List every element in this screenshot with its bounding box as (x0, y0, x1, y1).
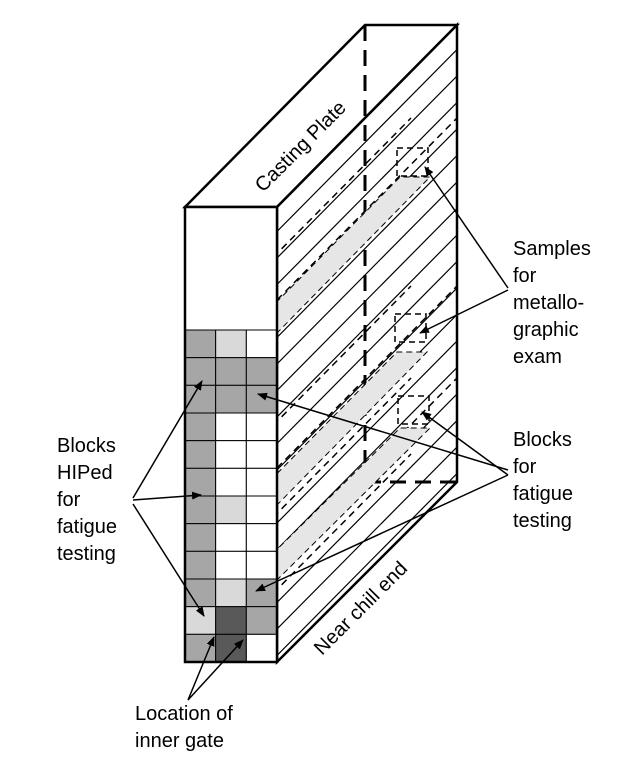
arrow-fatigue-3 (255, 474, 509, 592)
samples-metallographic-label: Samples for metallo- graphic exam (513, 238, 596, 368)
grid-block (245, 523, 278, 552)
hidden-line (276, 117, 458, 301)
grid-block (245, 606, 278, 635)
hatch-line (277, 208, 457, 391)
grid-block (245, 357, 278, 386)
hatch-line (277, 473, 457, 656)
arrow-hiped-3 (132, 503, 205, 617)
hatch-line (277, 75, 457, 259)
grid-block (245, 633, 278, 663)
grid-block (184, 633, 217, 663)
hidden-line (276, 285, 458, 469)
grid-block (184, 412, 217, 442)
hatch-line (277, 234, 457, 418)
grid-block (184, 357, 217, 386)
grid-block (245, 550, 278, 580)
hatch-line (277, 340, 457, 524)
grid-block (245, 384, 278, 414)
arrow-hiped-2 (132, 491, 202, 501)
grid-block (245, 440, 278, 469)
grid-block (184, 495, 217, 525)
hatch-line (277, 287, 457, 471)
grid-block (215, 329, 247, 359)
grid-block (215, 578, 247, 608)
arrow-samples-mid (419, 289, 509, 334)
grid-block (215, 606, 247, 635)
blocks-fatigue-label: Blocks for fatigue testing (513, 429, 579, 532)
inner-gate-label: Location of inner gate (135, 703, 238, 752)
hatch-line (277, 367, 457, 550)
grid-block (184, 467, 217, 497)
grid-block (184, 329, 217, 359)
grid-block (184, 384, 217, 414)
arrow-hiped-1 (132, 380, 203, 499)
grid-block (215, 523, 247, 552)
arrow-fatigue-2 (421, 411, 509, 476)
grid-block (215, 495, 247, 525)
grid-block (245, 495, 278, 525)
hatch-line (277, 181, 457, 365)
grid-block (215, 550, 247, 580)
grid-block (215, 412, 247, 442)
hatch-line (277, 420, 457, 603)
grid-block (184, 523, 217, 552)
arrow-gate-1 (187, 636, 215, 701)
hatch-line (277, 261, 457, 444)
grid-block (215, 357, 247, 386)
arrow-gate-2 (187, 639, 244, 701)
arrow-samples-top (424, 166, 509, 289)
grid-block (215, 440, 247, 469)
grid-block (245, 467, 278, 497)
grid-block (215, 467, 247, 497)
grid-block (215, 384, 247, 414)
hatch-line (277, 102, 457, 285)
hatch-line (277, 49, 457, 232)
front-face (183, 205, 279, 664)
grid-block (245, 412, 278, 442)
grid-block (215, 633, 247, 663)
hatch-line (277, 155, 457, 338)
grid-block (245, 329, 278, 359)
grid-block (184, 440, 217, 469)
grid-block (184, 550, 217, 580)
blocks-hiped-label: Blocks HIPed for fatigue testing (57, 435, 123, 565)
annotation-arrows (132, 166, 509, 701)
block-slabs (244, 176, 432, 581)
arrow-fatigue-1 (257, 392, 509, 471)
hatch-line (277, 446, 457, 630)
